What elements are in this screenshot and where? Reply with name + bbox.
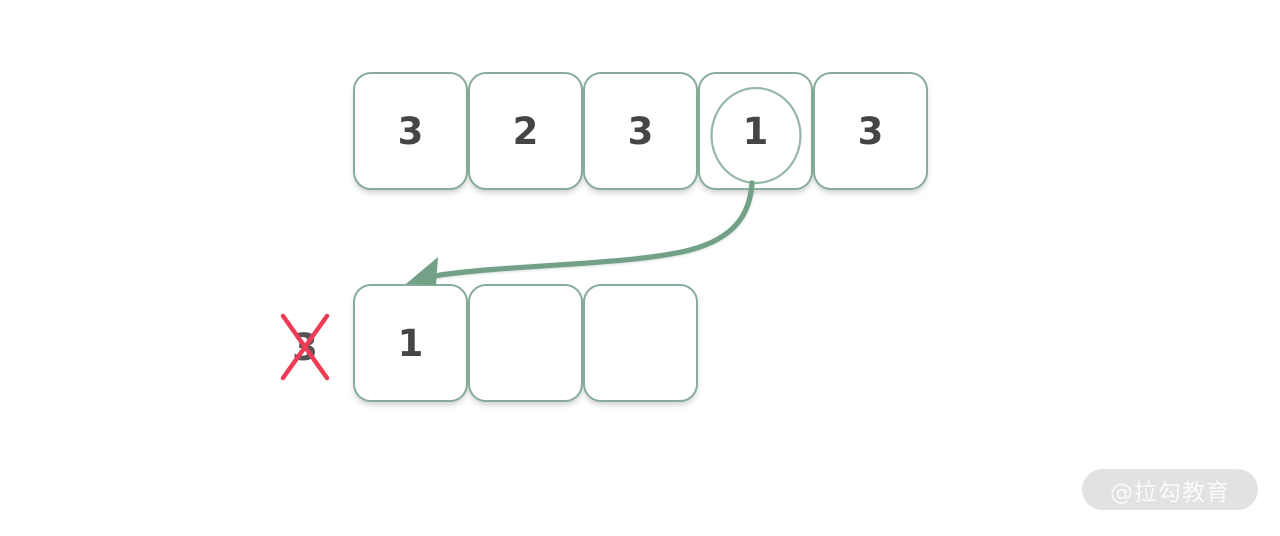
target-cell-2[interactable] bbox=[583, 284, 698, 402]
source-cell-3-selected[interactable]: 1 bbox=[698, 72, 813, 190]
source-cell-4[interactable]: 3 bbox=[813, 72, 928, 190]
cell-value: 2 bbox=[512, 109, 539, 153]
watermark: @拉勾教育 bbox=[1082, 469, 1258, 510]
source-cell-1[interactable]: 2 bbox=[468, 72, 583, 190]
target-cell-1[interactable] bbox=[468, 284, 583, 402]
copy-arrow-head-fill bbox=[406, 257, 438, 285]
cell-value: 3 bbox=[397, 109, 424, 153]
cell-value: 1 bbox=[742, 109, 769, 153]
discarded-value: 3 bbox=[280, 312, 330, 382]
strike-x-icon bbox=[280, 313, 330, 381]
source-cell-2[interactable]: 3 bbox=[583, 72, 698, 190]
watermark-text: @拉勾教育 bbox=[1110, 479, 1230, 506]
cell-value: 1 bbox=[397, 321, 424, 365]
copy-arrow-shaft bbox=[421, 180, 755, 282]
source-cell-0[interactable]: 3 bbox=[353, 72, 468, 190]
cell-value: 3 bbox=[627, 109, 654, 153]
copy-arrow-head bbox=[406, 258, 437, 284]
target-cell-0[interactable]: 1 bbox=[353, 284, 468, 402]
cell-value: 3 bbox=[857, 109, 884, 153]
